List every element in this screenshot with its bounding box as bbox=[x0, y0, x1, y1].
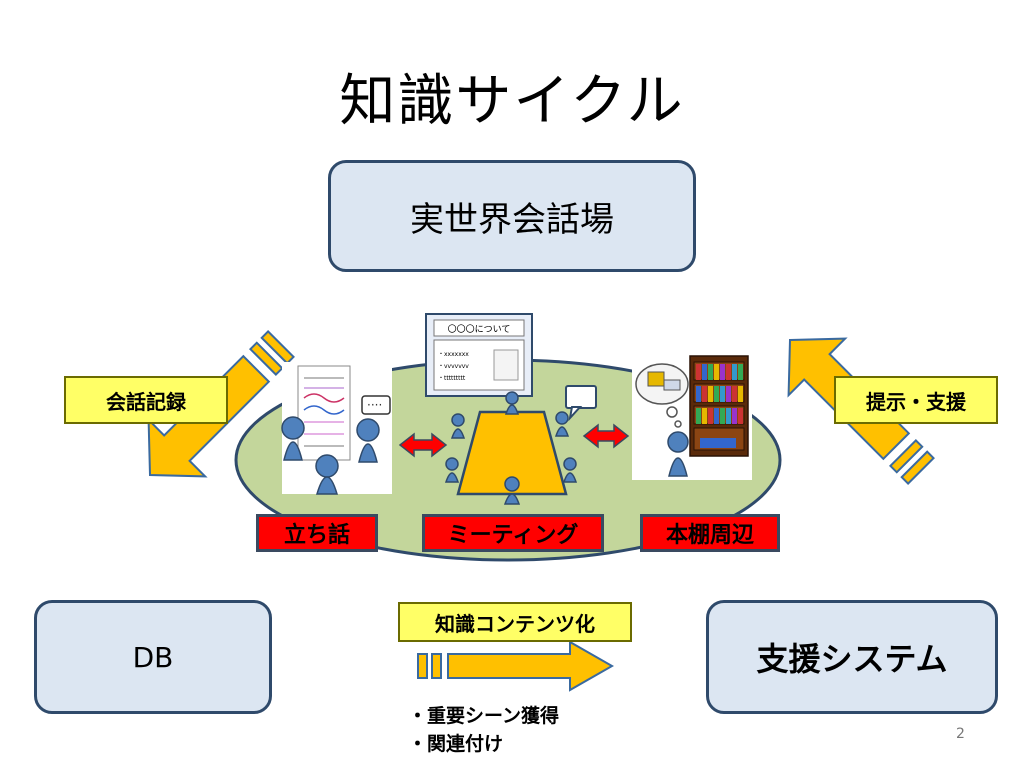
red-double-arrow-right bbox=[582, 423, 630, 449]
page-number: 2 bbox=[956, 726, 965, 742]
scene-label-meeting: ミーティング bbox=[422, 514, 604, 552]
standing-talk-illustration: ···· bbox=[281, 362, 392, 495]
meeting-slide-screen: 〇〇〇について ・xxxxxxx ・vvvvvvv ・ttttttttt bbox=[425, 313, 533, 397]
bullet-list: ・重要シーン獲得 ・関連付け bbox=[408, 702, 559, 758]
db-box-label: DB bbox=[132, 640, 174, 674]
real-world-conversation-box: 実世界会話場 bbox=[328, 160, 696, 272]
slide-line-2: ・vvvvvvv bbox=[438, 363, 469, 370]
presentation-support-label: 提示・支援 bbox=[834, 376, 998, 424]
slide-heading: 〇〇〇について bbox=[448, 324, 511, 335]
bottom-yellow-arrow bbox=[417, 640, 615, 692]
slide-line-1: ・xxxxxxx bbox=[438, 351, 469, 358]
meeting-table bbox=[456, 410, 568, 496]
knowledge-contents-label: 知識コンテンツ化 bbox=[398, 602, 632, 642]
scene-label-bookshelf: 本棚周辺 bbox=[640, 514, 780, 552]
real-world-conversation-label: 実世界会話場 bbox=[410, 199, 614, 240]
support-system-label: 支援システム bbox=[756, 640, 948, 678]
conversation-record-label: 会話記録 bbox=[64, 376, 228, 424]
svg-text:····: ···· bbox=[367, 398, 382, 412]
scene-label-standing-talk: 立ち話 bbox=[256, 514, 378, 552]
slide-line-3: ・ttttttttt bbox=[438, 375, 466, 382]
red-double-arrow-left bbox=[398, 432, 448, 458]
bullet-item-2: ・関連付け bbox=[408, 733, 504, 755]
meeting-people bbox=[444, 391, 578, 505]
meeting-speech-bubble bbox=[565, 385, 597, 422]
page-title: 知識サイクル bbox=[339, 69, 685, 134]
support-system-box: 支援システム bbox=[706, 600, 998, 714]
db-box: DB bbox=[34, 600, 272, 714]
bullet-item-1: ・重要シーン獲得 bbox=[408, 705, 560, 727]
bookshelf-illustration bbox=[632, 354, 752, 480]
